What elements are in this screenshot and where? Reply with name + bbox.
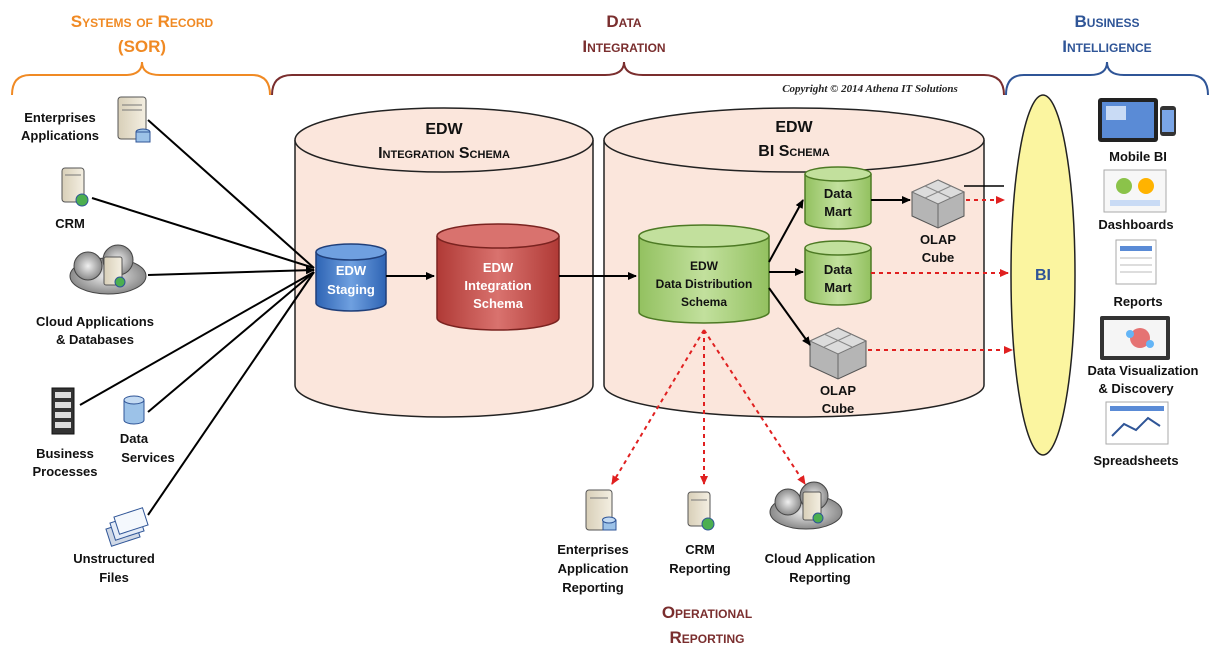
source-enterprise-label-2: Applications <box>21 128 99 143</box>
bi-hub-ellipse <box>1010 94 1076 456</box>
reporting-crm-label-2: Reporting <box>669 561 730 576</box>
data-mart-2-label-1: Data <box>824 262 853 277</box>
edw-integration-title: EDW <box>425 121 463 138</box>
source-cloud-label-1: Cloud Applications <box>36 314 154 329</box>
section-bi-heading: Business Intelligence <box>1062 12 1151 56</box>
bi-heading-line2: Intelligence <box>1062 37 1151 56</box>
business-process-icon <box>51 387 75 435</box>
bi-spreadsheets-label: Spreadsheets <box>1093 453 1178 468</box>
distribution-schema-cylinder <box>638 224 770 324</box>
cloud-server-icon <box>69 244 147 295</box>
olap-cube-2-icon <box>808 327 868 380</box>
olap-1-label-1: OLAP <box>920 232 956 247</box>
staging-label-1: EDW <box>336 263 367 278</box>
reports-icon <box>1115 239 1157 285</box>
source-connectors <box>79 119 315 516</box>
bi-brace <box>1005 61 1209 96</box>
data-mart-2-label-2: Mart <box>824 280 852 295</box>
data-mart-1-label-2: Mart <box>824 204 852 219</box>
source-data-services-label-2: Services <box>121 450 175 465</box>
reporting-feed-arrows <box>611 329 806 485</box>
section-integration-heading: Data Integration <box>582 12 665 56</box>
integration-heading-line1: Data <box>606 12 641 31</box>
integration-heading-line2: Integration <box>582 37 665 56</box>
reporting-cloud-label-2: Reporting <box>789 570 850 585</box>
reporting-enterprise-label-1: Enterprises <box>557 542 629 557</box>
copyright-text: Copyright © 2014 Athena IT Solutions <box>782 83 958 95</box>
olap-2-label-1: OLAP <box>820 383 856 398</box>
sor-brace <box>11 61 271 96</box>
distribution-label-3: Schema <box>681 295 727 309</box>
sor-heading-line2: (SOR) <box>118 37 166 56</box>
reporting-crm-label-1: CRM <box>685 542 715 557</box>
operational-heading-line2: Reporting <box>670 628 745 647</box>
section-operational-heading: Operational Reporting <box>662 603 752 647</box>
integration-schema-label-1: EDW <box>483 260 514 275</box>
bi-dashboards-label: Dashboards <box>1098 217 1173 232</box>
operational-heading-line1: Operational <box>662 603 752 622</box>
dashboards-icon <box>1103 169 1167 213</box>
bi-mobile-label: Mobile BI <box>1109 149 1167 164</box>
server-globe-icon <box>61 167 89 207</box>
server-db-icon <box>117 96 151 143</box>
sor-heading-line1: Systems of Record <box>71 12 214 31</box>
olap-cube-1-icon <box>910 179 966 229</box>
data-visualization-icon <box>1100 316 1170 360</box>
source-business-label-2: Processes <box>32 464 97 479</box>
source-cloud-label-2: & Databases <box>56 332 134 347</box>
integration-brace <box>271 61 1005 96</box>
reporting-cloud-label-1: Cloud Application <box>765 551 876 566</box>
bi-reports-label: Reports <box>1113 294 1162 309</box>
data-mart-1-label-1: Data <box>824 186 853 201</box>
bi-heading-line1: Business <box>1075 12 1140 31</box>
section-sor-heading: Systems of Record (SOR) <box>71 12 214 56</box>
edw-bi-schema-cylinder <box>603 107 985 418</box>
reporting-enterprise-label-2: Application <box>558 561 629 576</box>
mobile-bi-icon <box>1098 98 1176 142</box>
data-mart-1-cylinder <box>804 166 872 230</box>
source-business-label-1: Business <box>36 446 94 461</box>
source-unstructured-label-2: Files <box>99 570 129 585</box>
source-unstructured-label-1: Unstructured <box>73 551 155 566</box>
staging-cylinder <box>315 243 387 312</box>
source-crm-label: CRM <box>55 216 85 231</box>
bi-dataviz-label-2: & Discovery <box>1098 381 1174 396</box>
reporting-server-globe-icon <box>687 491 715 531</box>
spreadsheets-icon <box>1105 401 1169 445</box>
files-icon <box>105 507 149 547</box>
bi-feed-arrows <box>868 196 1013 354</box>
bi-hub-label: BI <box>1035 267 1051 284</box>
integration-schema-label-2: Integration <box>464 278 531 293</box>
data-mart-2-cylinder <box>804 240 872 306</box>
reporting-cloud-server-icon <box>769 481 843 530</box>
bi-dataviz-label-1: Data Visualization <box>1087 363 1198 378</box>
staging-label-2: Staging <box>327 282 375 297</box>
integration-schema-label-3: Schema <box>473 296 524 311</box>
integration-schema-cylinder <box>436 223 560 331</box>
internal-flow-arrows <box>386 185 1004 346</box>
reporting-server-db-icon <box>585 489 617 531</box>
olap-1-label-2: Cube <box>922 250 955 265</box>
edw-bi-subtitle: BI Schema <box>758 143 830 160</box>
database-icon <box>123 395 145 425</box>
source-data-services-label-1: Data <box>120 431 149 446</box>
source-enterprise-label-1: Enterprises <box>24 110 96 125</box>
edw-integration-subtitle: Integration Schema <box>378 145 510 162</box>
reporting-enterprise-label-3: Reporting <box>562 580 623 595</box>
distribution-label-1: EDW <box>690 259 719 273</box>
distribution-label-2: Data Distribution <box>656 277 753 291</box>
olap-2-label-2: Cube <box>822 401 855 416</box>
edw-bi-title: EDW <box>775 119 813 136</box>
